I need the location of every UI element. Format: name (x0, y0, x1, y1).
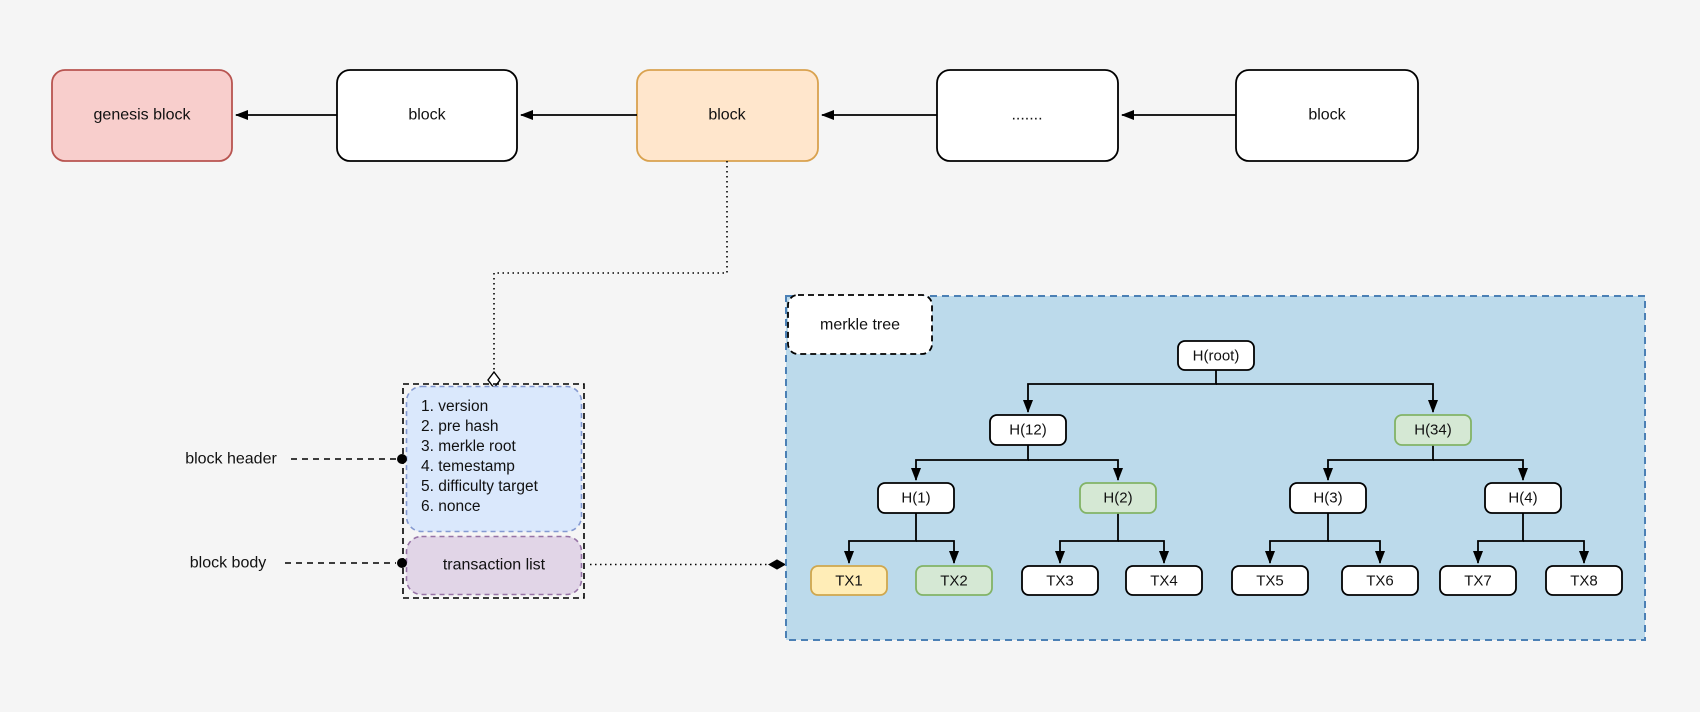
block-label-ellipsis: ....... (1011, 107, 1042, 124)
merkle-tree-panel: merkle tree H(root) H(12) H(34) H(1) H(2… (785, 294, 1646, 641)
tree-edge (1028, 459, 1123, 481)
merkle-node-h4-label: H(4) (1508, 490, 1537, 507)
header-item: 6. nonce (421, 498, 480, 515)
merkle-node-h2-label: H(2) (1103, 490, 1132, 507)
merkle-leaf-tx1-label: TX1 (835, 573, 863, 590)
header-item: 2. pre hash (421, 418, 499, 435)
merkle-node-h34-label: H(34) (1414, 422, 1452, 439)
tree-edge (1473, 513, 1524, 564)
merkle-title-box (787, 294, 933, 355)
merkle-leaf-tx5-box (1231, 565, 1309, 596)
merkle-leaf-tx8-label: TX8 (1570, 573, 1598, 590)
merkle-leaf-tx4-label: TX4 (1150, 573, 1178, 590)
merkle-node-root-box (1177, 340, 1255, 371)
tree-edge (1216, 383, 1438, 413)
tree-edge (916, 540, 959, 564)
merkle-node-h2-box (1079, 482, 1157, 514)
merkle-node-root-label: H(root) (1193, 348, 1240, 365)
merkle-leaf-tx5-label: TX5 (1256, 573, 1284, 590)
merkle-leaf-tx2-box (915, 565, 993, 596)
merkle-leaf-tx7-label: TX7 (1464, 573, 1492, 590)
genesis-block-label: genesis block (94, 107, 192, 124)
merkle-leaf-tx3-box (1021, 565, 1099, 596)
tree-edge (1265, 513, 1329, 564)
transaction-list-label: transaction list (443, 557, 546, 574)
merkle-node-h1-box (877, 482, 955, 514)
merkle-title: merkle tree (820, 317, 900, 334)
tree-edge (1323, 445, 1434, 481)
block-detail-connector (493, 161, 728, 372)
merkle-leaf-tx6-label: TX6 (1366, 573, 1394, 590)
blockchain-row: genesis block block block ....... block (51, 69, 1419, 162)
merkle-node-h34-box (1394, 414, 1472, 446)
tree-edge (1433, 459, 1528, 481)
merkle-leaf-tx8-box (1545, 565, 1623, 596)
tree-edge (911, 445, 1029, 481)
block-body-box (405, 535, 583, 596)
open-diamond-icon (487, 370, 501, 390)
block-body-pointer-label: block body (190, 555, 267, 572)
merkle-leaf-tx4-box (1125, 565, 1203, 596)
block-label-latest: block (1308, 107, 1346, 124)
merkle-leaf-tx7-box (1439, 565, 1517, 596)
tree-edge (1023, 370, 1217, 413)
merkle-leaf-tx2-label: TX2 (940, 573, 968, 590)
header-item: 1. version (421, 398, 488, 415)
block-label-1: block (408, 107, 446, 124)
block-detail-outline (402, 383, 585, 599)
block-detail-callout: 1. version 2. pre hash 3. merkle root 4.… (185, 161, 787, 599)
header-item: 3. merkle root (421, 438, 516, 455)
tree-edge (1523, 540, 1589, 564)
tree-edge (1118, 540, 1169, 564)
connector-dot-icon (397, 454, 407, 464)
merkle-leaf-tx1-box (810, 565, 888, 596)
connector-dot-icon (397, 558, 407, 568)
block-label-highlighted: block (708, 107, 746, 124)
header-item: 5. difficulty target (421, 478, 539, 495)
merkle-node-h1-label: H(1) (901, 490, 930, 507)
block-header-pointer-label: block header (185, 451, 277, 468)
genesis-block-box (51, 69, 233, 162)
merkle-leaf-tx3-label: TX3 (1046, 573, 1074, 590)
merkle-node-h3-box (1289, 482, 1367, 514)
tree-edge (844, 513, 917, 564)
header-item: 4. temestamp (421, 458, 515, 475)
tree-edge (1055, 513, 1119, 564)
filled-diamond-icon (767, 559, 787, 570)
merkle-node-h12-box (989, 414, 1067, 446)
merkle-leaf-tx6-box (1341, 565, 1419, 596)
merkle-node-h4-box (1484, 482, 1562, 514)
tree-edge (1328, 540, 1385, 564)
merkle-node-h12-label: H(12) (1009, 422, 1047, 439)
merkle-node-h3-label: H(3) (1313, 490, 1342, 507)
